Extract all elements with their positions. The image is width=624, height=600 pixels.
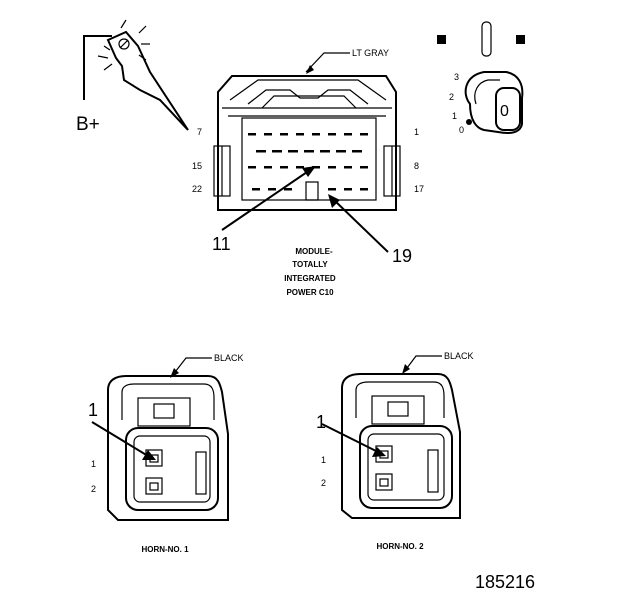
module-connector-housing [213,75,401,211]
module-cavity [312,133,320,136]
module-polarization-key [305,181,319,201]
module-cavity [248,133,256,136]
module-cavity [252,188,260,191]
module-cavity [304,150,314,153]
module-cavity [320,150,330,153]
module-cavity [344,133,352,136]
horn1-housing [107,375,229,521]
horn1-connector: BLACK 1 1 2 HORN-NO. 1 [88,353,244,554]
callout-arrow-11 [221,166,316,231]
horn2-color-label: BLACK [444,351,474,361]
module-cavity [328,166,336,169]
module-title-line-1: MODULE- [295,247,333,256]
callout-11-label: 11 [212,234,231,254]
module-cavity [336,150,346,153]
switch-indicator: 0 [500,103,509,120]
module-cavity [352,150,362,153]
module-cavity [296,133,304,136]
switch-key-slot [481,21,492,57]
switch-pos-3: 3 [454,72,459,82]
module-cavity [280,166,288,169]
module-cavity [360,166,368,169]
module-cavity [248,166,256,169]
power-symbol: B+ [76,19,189,135]
horn2-pin-label-2: 2 [321,478,326,488]
module-pin-label-7: 7 [197,127,202,137]
ignition-switch: 3 2 1 0 0 [437,21,525,135]
horn1-pin-label-2: 2 [91,484,96,494]
horn1-pin-label-1: 1 [91,459,96,469]
module-cavity [272,150,282,153]
module-pin-label-1: 1 [414,127,419,137]
module-cavity [360,188,368,191]
module-title-line-3: INTEGRATED [284,274,336,283]
module-cavity [284,188,292,191]
module-cavity [344,188,352,191]
module-color-label: LT GRAY [352,48,389,58]
module-cavity [328,133,336,136]
b-plus-label: B+ [76,114,100,135]
switch-pos-0: 0 [459,125,464,135]
module-title-line-4: POWER C10 [286,288,334,297]
module-pin-label-8: 8 [414,161,419,171]
module-cavity [360,133,368,136]
horn1-title: HORN-NO. 1 [141,545,189,554]
module-cavity [328,188,336,191]
spark-icon [97,19,150,71]
switch-pos-2: 2 [449,92,454,102]
ignition-key-icon [464,71,524,134]
horn2-callout-arrow [321,423,386,457]
horn2-housing [341,373,461,519]
module-pin-label-15: 15 [192,161,202,171]
module-title: MODULE- TOTALLY INTEGRATED POWER C10 [284,247,336,297]
callout-19-label: 19 [392,246,412,266]
module-cavity [268,188,276,191]
module-cavities [248,133,368,201]
horn2-pin-label-1: 1 [321,455,326,465]
module-cavity [312,166,320,169]
horn1-callout-label: 1 [88,400,98,420]
module-connector: LT GRAY 7 1 15 8 22 17 11 [192,48,424,297]
module-cavity [264,166,272,169]
module-cavity [344,166,352,169]
callout-arrow-19 [328,194,389,253]
horn1-callout-arrow [91,421,156,460]
module-pin-label-22: 22 [192,184,202,194]
module-cavity [296,166,304,169]
horn2-title: HORN-NO. 2 [376,542,424,551]
module-pin-label-17: 17 [414,184,424,194]
horn2-connector: BLACK 1 1 2 HORN-NO. 2 [316,351,474,551]
switch-left-mark [437,35,446,44]
horn2-callout-label: 1 [316,412,326,432]
horn1-color-label: BLACK [214,353,244,363]
module-cavity [280,133,288,136]
module-cavity [288,150,298,153]
module-cavity [264,133,272,136]
switch-right-mark [516,35,525,44]
test-probe-icon [83,30,189,131]
figure-number: 185216 [475,572,535,592]
switch-pos-1: 1 [452,111,457,121]
module-cavity [256,150,266,153]
module-title-line-2: TOTALLY [292,260,328,269]
